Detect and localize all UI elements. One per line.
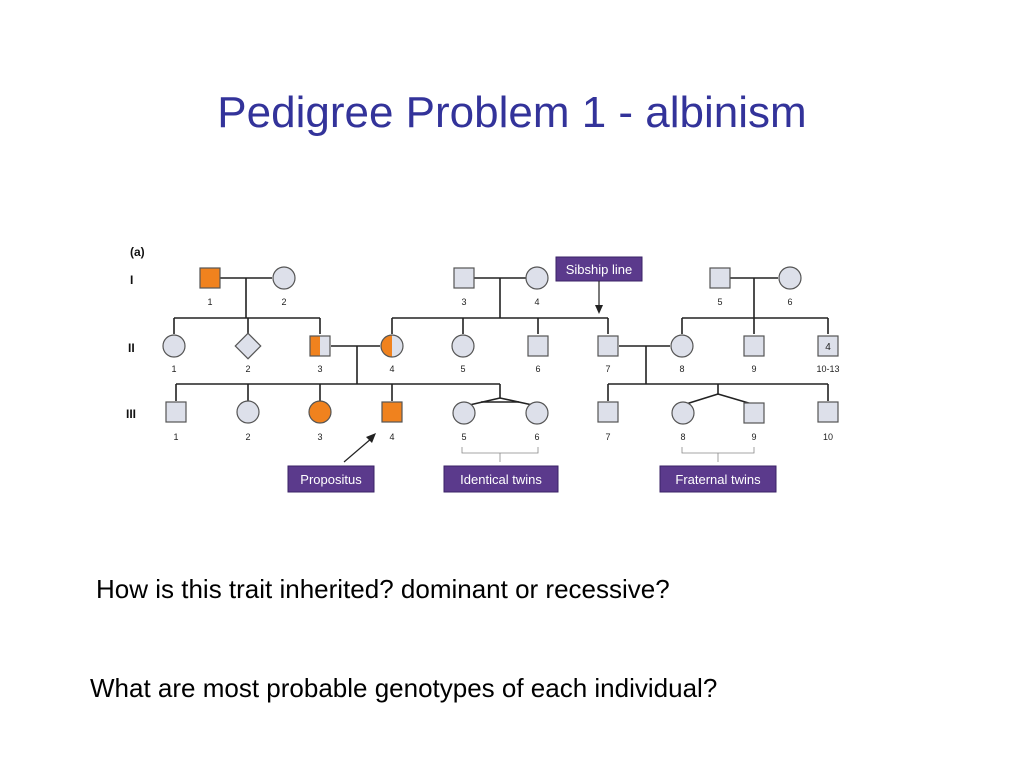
- group-count: 4: [825, 342, 831, 353]
- svg-text:1: 1: [173, 432, 178, 442]
- svg-text:7: 7: [605, 364, 610, 374]
- gen3-individual-3-female-affected: [308, 400, 332, 424]
- svg-text:9: 9: [751, 432, 756, 442]
- question-genotypes: What are most probable genotypes of each…: [90, 673, 718, 703]
- svg-text:Sibship line: Sibship line: [566, 262, 633, 277]
- gen1-individual-5-male: [709, 267, 731, 289]
- gen3-individual-5-female-twin: [452, 401, 476, 425]
- gen3-individual-9-male-twin: [743, 402, 765, 424]
- svg-text:7: 7: [605, 432, 610, 442]
- gen1-individual-2-female: [272, 266, 296, 290]
- gen3-individual-8-female-twin: [671, 401, 695, 425]
- generation-label-II: II: [128, 341, 135, 355]
- fraternal-twins-label: Fraternal twins: [659, 465, 777, 493]
- gen1-individual-4-female: [525, 266, 549, 290]
- svg-text:4: 4: [389, 432, 394, 442]
- gen2-individual-3-male-carrier: [309, 335, 331, 357]
- gen3-individual-1-male: [165, 401, 187, 423]
- svg-text:6: 6: [787, 297, 792, 307]
- gen2-individual-10-13-male-group: [817, 335, 839, 357]
- svg-text:4: 4: [534, 297, 539, 307]
- gen2-individual-5-female: [451, 334, 475, 358]
- svg-text:10: 10: [823, 432, 833, 442]
- svg-text:2: 2: [245, 432, 250, 442]
- gen2-individual-4-female-carrier: [380, 334, 404, 358]
- svg-text:1: 1: [171, 364, 176, 374]
- gen1-individual-6-female: [778, 266, 802, 290]
- generation-label-III: III: [126, 407, 136, 421]
- svg-text:3: 3: [317, 364, 322, 374]
- svg-text:8: 8: [679, 364, 684, 374]
- svg-text:3: 3: [317, 432, 322, 442]
- gen2-individual-2-unknown-sex: [234, 332, 262, 360]
- svg-text:4: 4: [389, 364, 394, 374]
- gen2-individual-1-female: [162, 334, 186, 358]
- svg-text:2: 2: [281, 297, 286, 307]
- svg-text:5: 5: [460, 364, 465, 374]
- svg-text:3: 3: [461, 297, 466, 307]
- svg-text:6: 6: [534, 432, 539, 442]
- question-inheritance: How is this trait inherited? dominant or…: [96, 574, 670, 604]
- slide-title: Pedigree Problem 1 - albinism: [217, 88, 807, 137]
- gen2-individual-6-male: [527, 335, 549, 357]
- gen2-individual-7-male: [597, 335, 619, 357]
- svg-text:Fraternal twins: Fraternal twins: [675, 472, 761, 487]
- propositus-label: Propositus: [287, 433, 376, 493]
- svg-text:9: 9: [751, 364, 756, 374]
- gen3-individual-10-male: [817, 401, 839, 423]
- gen1-individual-3-male: [453, 267, 475, 289]
- svg-text:10-13: 10-13: [816, 364, 839, 374]
- gen3-individual-4-male-affected: [381, 401, 403, 423]
- panel-label: (a): [130, 245, 145, 259]
- svg-text:5: 5: [717, 297, 722, 307]
- gen1-individual-1-male-affected: [199, 267, 221, 289]
- generation-label-I: I: [130, 273, 133, 287]
- gen2-individual-8-female: [670, 334, 694, 358]
- svg-text:6: 6: [535, 364, 540, 374]
- gen2-individual-9-male: [743, 335, 765, 357]
- svg-text:Identical twins: Identical twins: [460, 472, 542, 487]
- pedigree-lines: [173, 277, 829, 462]
- identical-twins-label: Identical twins: [443, 465, 559, 493]
- sibship-line-label: Sibship line: [555, 256, 643, 314]
- svg-text:5: 5: [461, 432, 466, 442]
- gen3-individual-2-female: [236, 400, 260, 424]
- gen3-individual-7-male: [597, 401, 619, 423]
- svg-text:1: 1: [207, 297, 212, 307]
- svg-text:Propositus: Propositus: [300, 472, 362, 487]
- svg-text:8: 8: [680, 432, 685, 442]
- gen3-individual-6-female-twin: [525, 401, 549, 425]
- svg-text:2: 2: [245, 364, 250, 374]
